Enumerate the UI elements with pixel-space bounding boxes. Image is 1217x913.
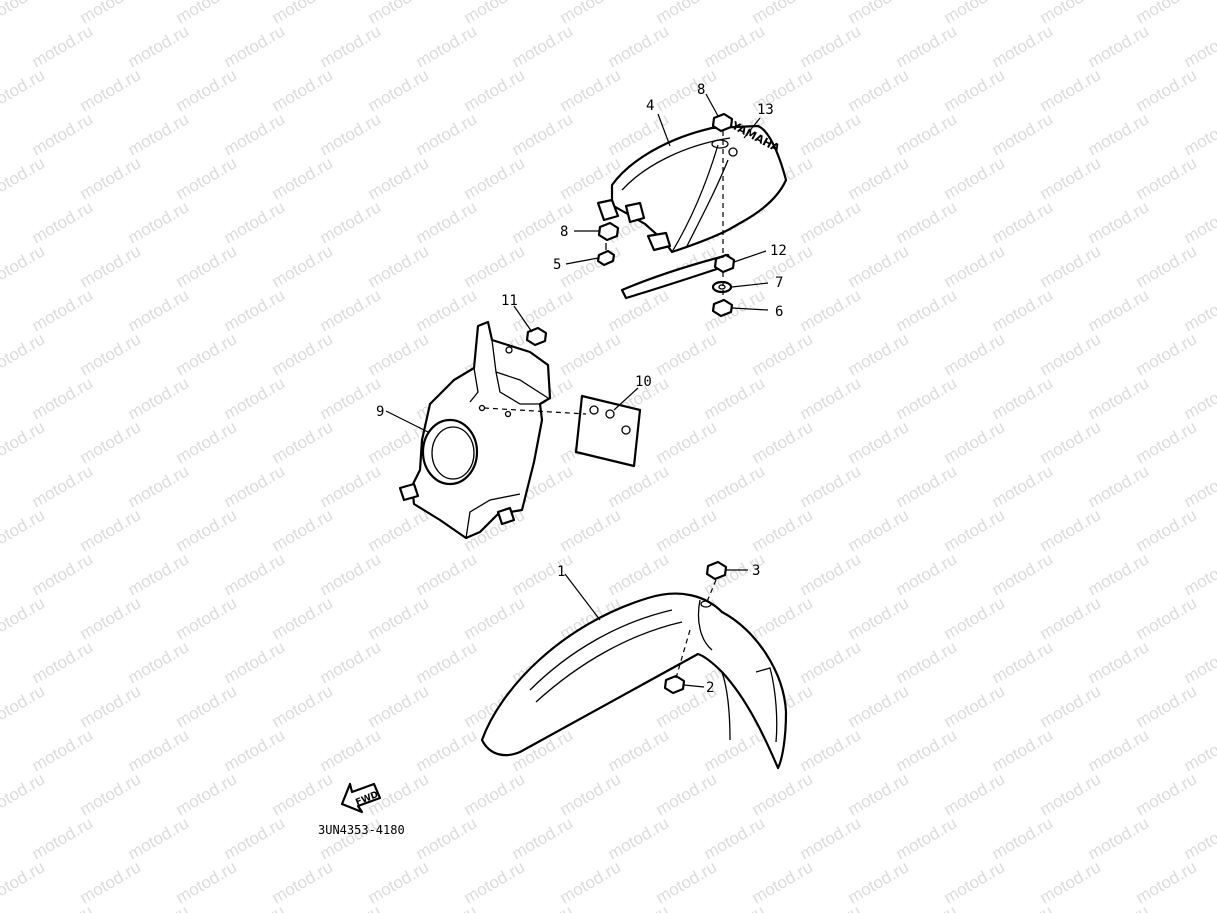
part-8-nut-left bbox=[597, 221, 620, 242]
part-6-nut bbox=[711, 298, 734, 318]
callout-3: 3 bbox=[752, 563, 760, 579]
callout-8-left: 8 bbox=[560, 224, 568, 240]
part-5-bolt bbox=[596, 243, 616, 267]
callout-9: 9 bbox=[376, 404, 384, 420]
part-4-number-plate: YAMAHA bbox=[596, 118, 788, 254]
part-3-bolt bbox=[705, 560, 728, 581]
callout-13: 13 bbox=[757, 102, 774, 118]
callout-7: 7 bbox=[775, 275, 783, 291]
fwd-arrow-icon: FWD bbox=[340, 782, 382, 814]
part-11-screw bbox=[525, 326, 548, 347]
part-10-plate bbox=[574, 394, 642, 468]
part-8-nut-top bbox=[711, 112, 734, 133]
callout-11: 11 bbox=[501, 293, 518, 309]
part-9-headlight-body bbox=[398, 320, 552, 540]
callout-2: 2 bbox=[706, 680, 714, 696]
part-7-washer bbox=[711, 280, 733, 294]
callout-5: 5 bbox=[553, 257, 561, 273]
callout-12: 12 bbox=[770, 243, 787, 259]
part-1-front-fender bbox=[480, 592, 788, 770]
part-2-bolt bbox=[663, 674, 686, 695]
callout-1: 1 bbox=[557, 564, 565, 580]
callout-4: 4 bbox=[646, 98, 654, 114]
drawing-code: 3UN4353-4180 bbox=[318, 823, 405, 837]
callout-6: 6 bbox=[775, 304, 783, 320]
callout-10: 10 bbox=[635, 374, 652, 390]
callout-8-top: 8 bbox=[697, 82, 705, 98]
part-12-grommet bbox=[713, 253, 736, 274]
